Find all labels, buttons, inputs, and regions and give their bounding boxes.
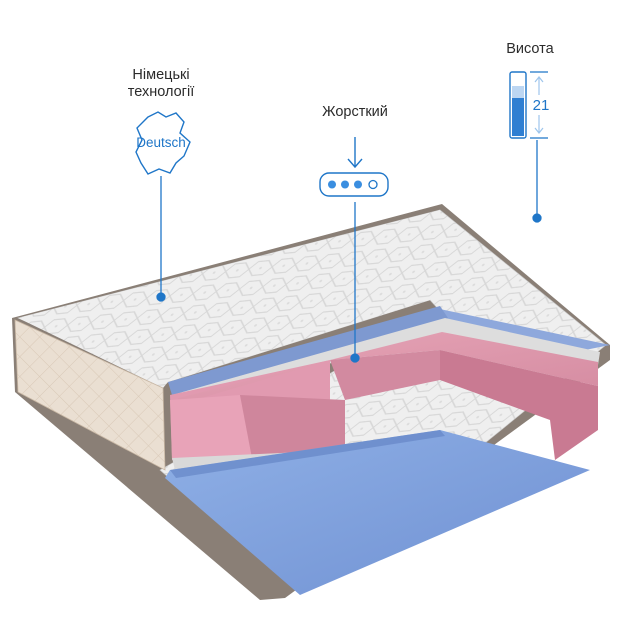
foam-layer-blue-top	[170, 308, 610, 396]
german-tech-label-line1: Німецькі	[132, 67, 190, 83]
foam-layer-blue-bottom	[165, 430, 590, 595]
height-value: 21	[533, 97, 550, 114]
foam-layer-pink-top	[178, 332, 598, 405]
german-tech-label: Німецькі технології	[96, 67, 226, 101]
callout-lines	[156, 140, 542, 363]
firmness-scale-icon	[319, 137, 389, 197]
foam-layer-grey	[172, 318, 600, 402]
german-tech-label-line2: технології	[127, 84, 195, 100]
mattress-side-panel	[14, 319, 166, 471]
height-ruler-icon: 21	[509, 71, 550, 139]
foam-layer-pink-right	[440, 350, 598, 460]
deutsch-badge-text: Deutsch	[136, 135, 186, 150]
germany-map-icon: Deutsch	[135, 111, 191, 175]
firmness-label: Жорсткий	[322, 104, 388, 120]
mattress-top-left	[18, 210, 440, 388]
height-label: Висота	[506, 41, 554, 57]
